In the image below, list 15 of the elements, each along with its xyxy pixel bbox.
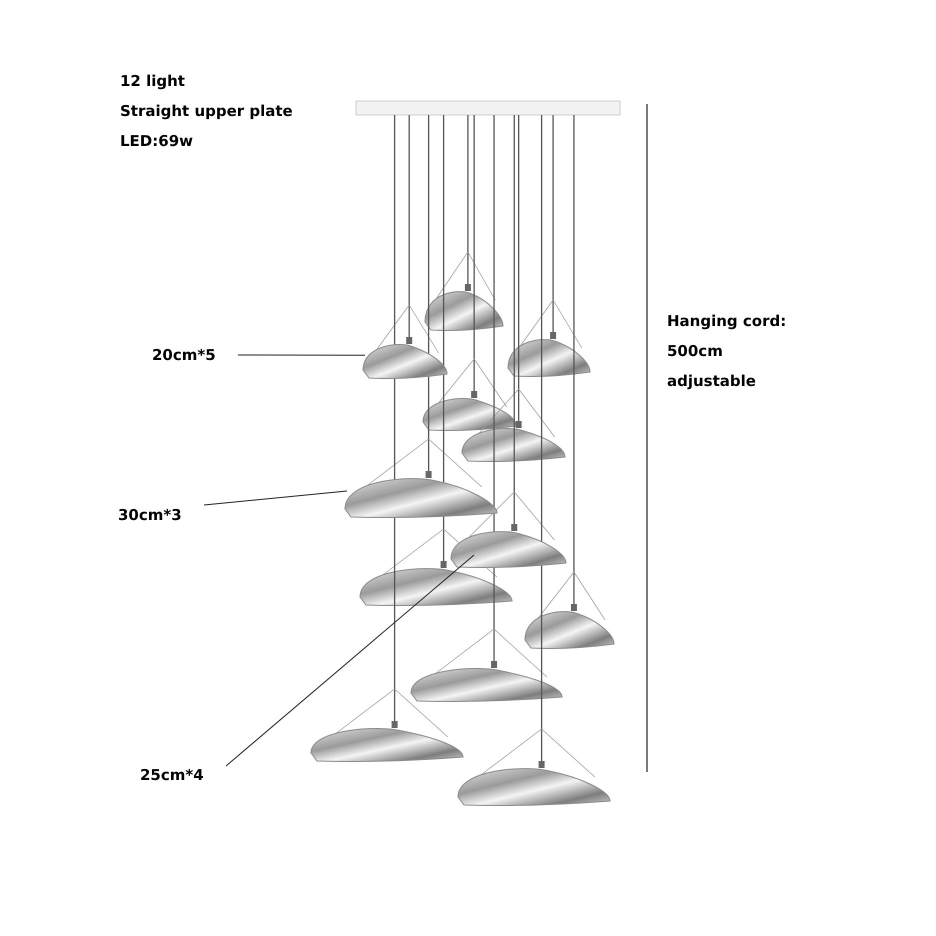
leader-line [204, 490, 348, 506]
lamp-shade [362, 344, 448, 379]
size-label: 25cm*4 [140, 764, 226, 786]
size-label: 30cm*3 [118, 504, 204, 526]
size-label: 20cm*5 [152, 344, 238, 366]
spec-text: Straight upper plate [120, 101, 293, 122]
cord-spec-text: 500cm [667, 341, 724, 362]
spec-text: LED:69w [120, 131, 194, 152]
leader-line [238, 354, 366, 356]
leader-line [226, 554, 474, 766]
lamp-shade [344, 478, 498, 518]
cord-spec-text: Hanging cord: [667, 311, 786, 332]
spec-text: 12 light [120, 71, 186, 92]
lamp-shade [450, 531, 566, 568]
cord-spec-text: adjustable [667, 371, 757, 392]
